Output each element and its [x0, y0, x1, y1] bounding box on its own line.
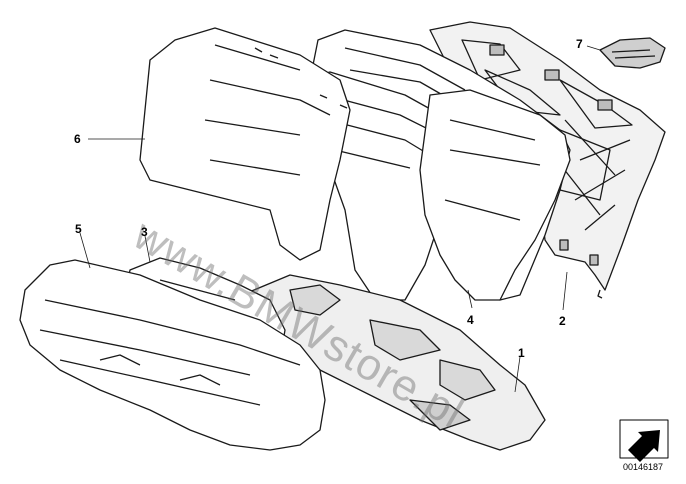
callout-5: 5: [75, 222, 82, 236]
leader-lines: [79, 45, 601, 393]
callout-3: 3: [141, 225, 148, 239]
reference-number: 00146187: [623, 462, 664, 472]
callout-1: 1: [518, 346, 525, 360]
bracket-part: [599, 37, 666, 69]
backrest-cushion-front: [139, 27, 351, 261]
seat-cushion-front: [19, 259, 326, 451]
callout-7: 7: [576, 37, 583, 51]
callout-6: 6: [74, 132, 81, 146]
arrow-down-left-icon: [619, 419, 669, 462]
callout-4: 4: [467, 313, 474, 327]
backrest-cushion-right: [419, 89, 571, 301]
callout-2: 2: [559, 314, 566, 328]
